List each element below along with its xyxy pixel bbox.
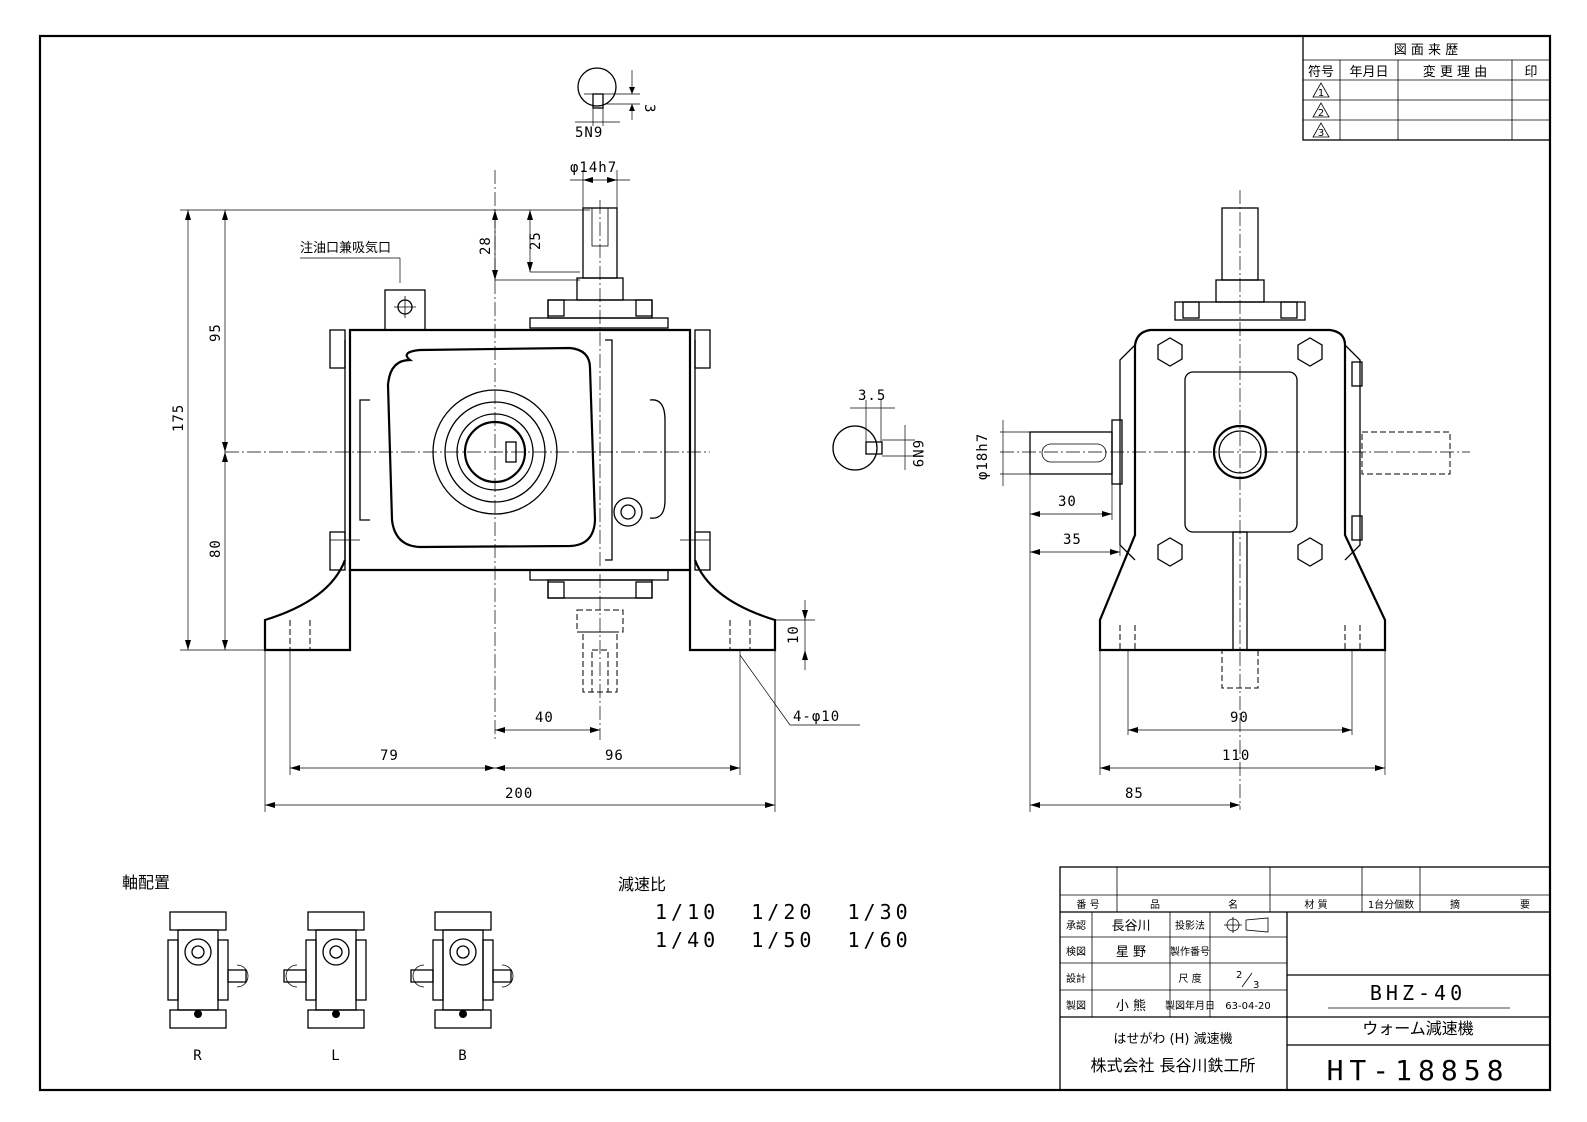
arrangement-l-label: L [331, 1048, 340, 1064]
dim-80: 80 [208, 539, 224, 558]
rev-header-mark: 符号 [1308, 64, 1334, 80]
oil-port-label: 注油口兼吸気口 [300, 240, 391, 256]
rev-mark-2: 2 [1312, 102, 1330, 119]
front-view: 注油口兼吸気口 175 95 80 [171, 160, 860, 812]
arrangement-l-icon [283, 911, 367, 1029]
dim-25: 25 [528, 231, 544, 250]
shaft-dia-side: φ18h7 [975, 433, 991, 480]
tb-date: 63-04-20 [1225, 1001, 1270, 1012]
rev-header-reason: 変 更 理 由 [1423, 64, 1487, 80]
key-detail-top: 3 5N9 [575, 67, 657, 141]
tb-projection-label: 投影法 [1175, 919, 1205, 932]
tb-company: 株式会社 長谷川鉄工所 [1090, 1056, 1255, 1075]
tb-checked-name: 星 野 [1116, 945, 1146, 960]
tb-header-no: 番 号 [1076, 899, 1099, 911]
svg-text:3: 3 [1318, 128, 1324, 139]
reduction-ratio: 減速比 1/10 1/20 1/30 1/40 1/50 1/60 [618, 875, 912, 952]
tb-header-qty: 1台分個数 [1368, 898, 1414, 911]
dim-85: 85 [1125, 786, 1144, 802]
svg-text:2: 2 [1318, 108, 1324, 119]
key-detail-side: 3.5 6N9 [832, 388, 925, 471]
rev-mark-3: 3 [1312, 122, 1330, 139]
svg-text:2: 2 [1236, 970, 1242, 981]
dim-10: 10 [786, 625, 802, 644]
rev-mark-1: 1 [1312, 82, 1330, 99]
ratio-row-1: 1/10 1/20 1/30 [655, 900, 912, 924]
tb-header-remarks-b: 要 [1520, 899, 1530, 911]
tb-approved-name: 長谷川 [1111, 919, 1150, 934]
ratio-title: 減速比 [618, 875, 666, 894]
shaft-arrangement: 軸配置 R L [122, 873, 514, 1064]
arrangement-b-label: B [458, 1048, 467, 1064]
dim-40: 40 [535, 710, 554, 726]
key-width-side: 3.5 [858, 388, 886, 404]
arrangement-title: 軸配置 [122, 873, 170, 892]
tb-scale-value: 2 3 [1236, 970, 1259, 991]
tb-header-material: 材 質 [1304, 898, 1327, 911]
projection-symbol-icon [1224, 917, 1269, 933]
rev-header-date: 年月日 [1349, 65, 1388, 80]
tb-scale-label: 尺 度 [1178, 972, 1201, 985]
dim-110: 110 [1222, 748, 1250, 764]
key-width-top: 5N9 [575, 125, 603, 141]
dim-30: 30 [1058, 494, 1077, 510]
tb-product: ウォーム減速機 [1362, 1019, 1474, 1038]
revision-table: 図 面 来 歴 符号 年月日 変 更 理 由 印 1 2 3 [1302, 35, 1551, 141]
dim-90: 90 [1230, 710, 1249, 726]
dim-95: 95 [208, 323, 224, 342]
dim-96: 96 [605, 748, 624, 764]
shaft-dia-front: φ14h7 [570, 160, 617, 176]
dim-79: 79 [380, 748, 399, 764]
tb-work-no-label: 製作番号 [1170, 945, 1210, 958]
tb-model: BHZ-40 [1370, 981, 1466, 1005]
dim-200: 200 [505, 786, 533, 802]
arrangement-b-icon [410, 911, 514, 1029]
ratio-row-2: 1/40 1/50 1/60 [655, 928, 912, 952]
sheet-border [38, 34, 1552, 1092]
tb-drawing-no: HT-18858 [1327, 1054, 1510, 1087]
title-block: 番 号 品 名 材 質 1台分個数 摘 要 承認 長谷川 検図 星 野 設計 製… [1059, 866, 1551, 1091]
tb-checked-label: 検図 [1066, 945, 1086, 958]
dim-175: 175 [171, 404, 187, 432]
oil-port [384, 289, 426, 331]
key-depth-top: 3 [641, 104, 657, 113]
key-depth-side: 6N9 [909, 440, 925, 468]
arrangement-r-label: R [193, 1048, 202, 1064]
tb-header-name-b: 名 [1228, 898, 1238, 911]
tb-date-label: 製図年月日 [1165, 999, 1215, 1012]
dim-35: 35 [1063, 532, 1082, 548]
tb-drawn-label: 製図 [1066, 999, 1086, 1012]
tb-header-name-a: 品 [1150, 899, 1160, 911]
dim-28: 28 [478, 236, 494, 255]
rev-header-seal: 印 [1524, 65, 1537, 80]
svg-text:1: 1 [1318, 88, 1324, 99]
svg-text:3: 3 [1253, 980, 1259, 991]
arrangement-r-icon [167, 911, 249, 1029]
tb-design-label: 設計 [1066, 972, 1086, 985]
side-view: φ18h7 30 35 90 110 85 [975, 190, 1470, 812]
tb-brand: はせがわ (H) 減速機 [1113, 1031, 1232, 1047]
tb-header-remarks-a: 摘 [1450, 898, 1460, 911]
tb-drawn-name: 小 熊 [1116, 998, 1146, 1014]
holes-label: 4-φ10 [793, 709, 840, 725]
tb-approved-label: 承認 [1066, 919, 1086, 932]
revision-title: 図 面 来 歴 [1394, 43, 1458, 58]
